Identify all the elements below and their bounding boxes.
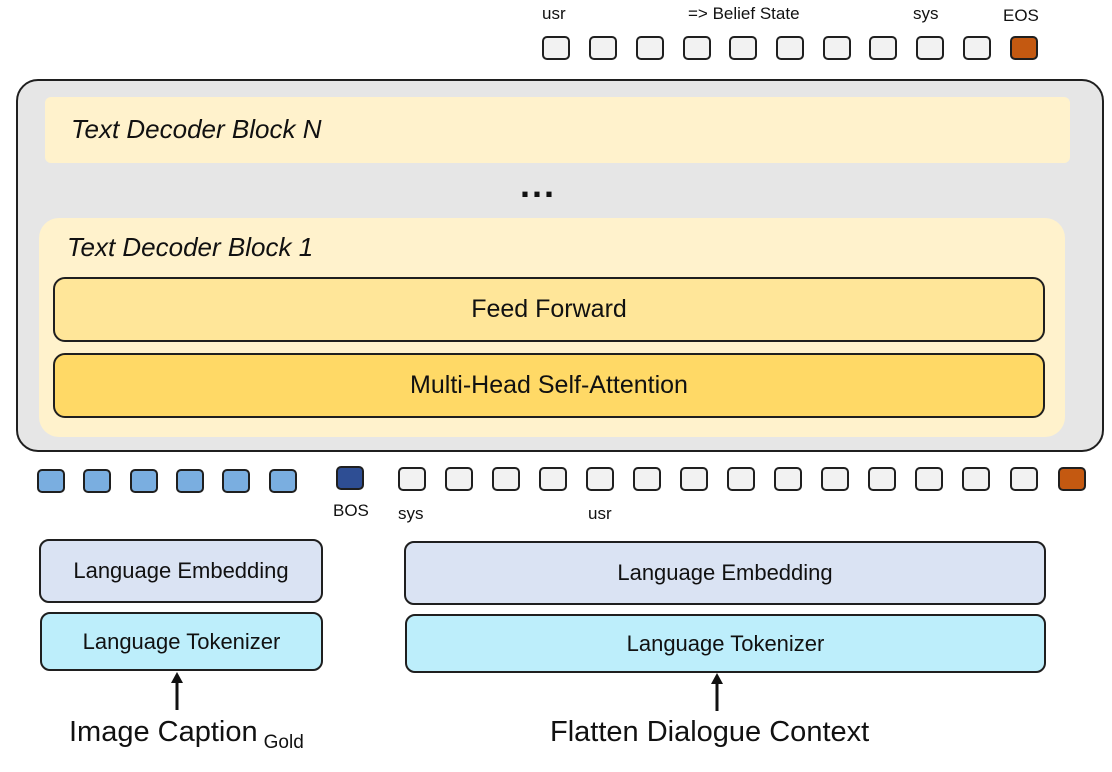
feed-forward-layer: Feed Forward [53, 277, 1045, 342]
dialogue-token [680, 467, 708, 491]
dialogue-token [539, 467, 567, 491]
dialogue-context-label: Flatten Dialogue Context [550, 716, 870, 748]
dialogue-token [445, 467, 473, 491]
text-decoder-block-1: Text Decoder Block 1 Feed Forward Multi-… [39, 218, 1065, 437]
output-label-eos: EOS [1003, 6, 1039, 25]
caption-token [222, 469, 250, 493]
caption-token [130, 469, 158, 493]
output-label-sys: sys [913, 4, 939, 23]
eos-token [1010, 36, 1038, 60]
dialogue-token [774, 467, 802, 491]
dialogue-token [492, 467, 520, 491]
block-n-title: Text Decoder Block N [71, 114, 322, 144]
output-token [542, 36, 570, 60]
output-token [963, 36, 991, 60]
dialogue-arrow [711, 673, 723, 711]
dialogue-language-tokenizer: Language Tokenizer [405, 614, 1046, 673]
dialogue-token [962, 467, 990, 491]
caption-language-tokenizer: Language Tokenizer [40, 612, 323, 671]
output-token [589, 36, 617, 60]
text-decoder-block-n: Text Decoder Block N [45, 97, 1070, 163]
output-token [823, 36, 851, 60]
caption-token [83, 469, 111, 493]
caption-language-embedding: Language Embedding [39, 539, 323, 603]
output-label-belief-state: => Belief State [688, 4, 800, 23]
output-label-usr: usr [542, 4, 566, 23]
input-label-sys: sys [398, 504, 424, 523]
caption-token [176, 469, 204, 493]
dialogue-token [868, 467, 896, 491]
output-token [636, 36, 664, 60]
image-caption-text: Image Caption [69, 716, 258, 748]
dialogue-token [398, 467, 426, 491]
dialogue-language-embedding: Language Embedding [404, 541, 1046, 605]
eos-token [1058, 467, 1086, 491]
dialogue-token [821, 467, 849, 491]
input-label-bos: BOS [333, 501, 369, 520]
caption-token [37, 469, 65, 493]
dialogue-token [1010, 467, 1038, 491]
gold-subscript: Gold [263, 731, 304, 753]
dialogue-token [915, 467, 943, 491]
bos-token [336, 466, 364, 490]
output-token [729, 36, 757, 60]
ellipsis: ... [520, 164, 557, 205]
dialogue-token [586, 467, 614, 491]
block-1-title: Text Decoder Block 1 [67, 232, 314, 262]
output-token [869, 36, 897, 60]
dialogue-token [633, 467, 661, 491]
self-attention-layer: Multi-Head Self-Attention [53, 353, 1045, 418]
dialogue-token [727, 467, 755, 491]
caption-arrow [171, 672, 183, 710]
input-label-usr: usr [588, 504, 612, 523]
output-token [683, 36, 711, 60]
output-token [916, 36, 944, 60]
caption-token [269, 469, 297, 493]
output-token [776, 36, 804, 60]
